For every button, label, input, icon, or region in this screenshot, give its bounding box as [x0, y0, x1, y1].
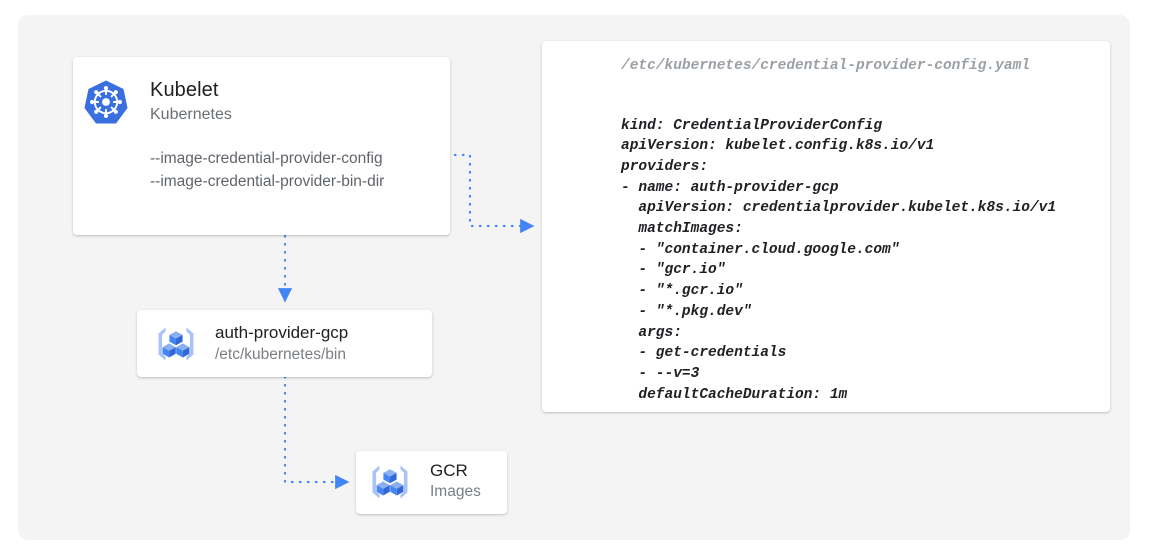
config-file-path: /etc/kubernetes/credential-provider-conf…	[621, 58, 1030, 74]
kubelet-flag-config: --image-credential-provider-config	[150, 150, 383, 167]
auth-provider-subtitle: /etc/kubernetes/bin	[215, 346, 346, 363]
auth-provider-title: auth-provider-gcp	[215, 323, 349, 342]
kubernetes-logo-icon	[84, 80, 128, 124]
node-kubelet[interactable]	[73, 57, 450, 235]
kubelet-title: Kubelet	[150, 79, 219, 101]
node-auth-provider-gcp[interactable]	[137, 310, 432, 377]
node-gcr[interactable]	[356, 451, 507, 514]
kubelet-subtitle: Kubernetes	[150, 106, 232, 123]
container-registry-icon	[372, 465, 408, 499]
container-registry-icon	[158, 327, 194, 361]
gcr-title: GCR	[430, 461, 468, 480]
gcr-subtitle: Images	[430, 483, 481, 500]
kubelet-flag-bin-dir: --image-credential-provider-bin-dir	[150, 173, 385, 190]
node-credential-provider-config[interactable]	[542, 41, 1110, 412]
config-file-yaml: kind: CredentialProviderConfig apiVersio…	[621, 117, 1057, 403]
